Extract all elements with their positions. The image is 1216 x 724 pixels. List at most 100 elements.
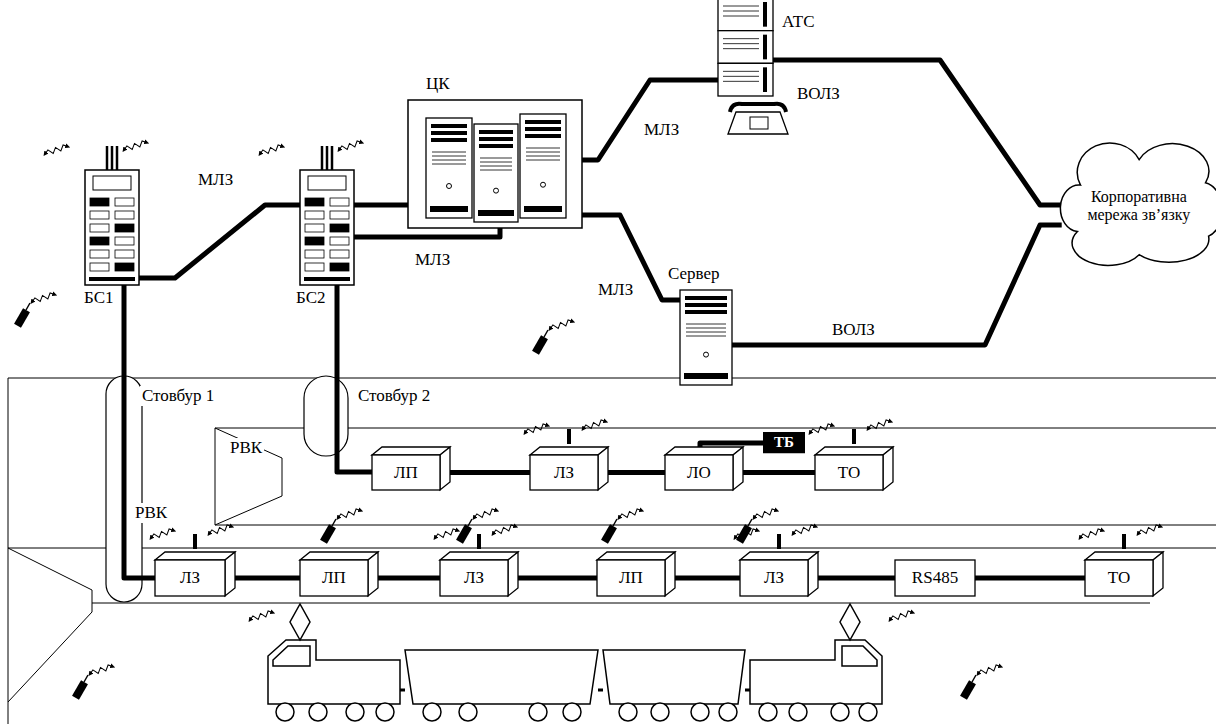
drift-wall: [92, 590, 93, 612]
drive-bay: [431, 131, 467, 135]
cable-line: [582, 215, 680, 300]
handheld-radio: [601, 508, 642, 544]
vent-line: [432, 160, 466, 161]
node-label: ЛП: [394, 463, 418, 483]
box-top: [740, 552, 818, 560]
node-label: ЦК: [426, 74, 450, 94]
vent-line: [432, 152, 466, 153]
radio-body: [14, 308, 30, 328]
equipment-node: ЛЗ: [440, 560, 508, 596]
box-front: [440, 560, 508, 596]
node-graphic: [408, 100, 582, 228]
node-text-holder: ТО: [815, 455, 883, 490]
drive-bay: [431, 124, 467, 128]
shaft-label: Стовбур 1: [140, 386, 216, 406]
vent-line: [686, 332, 726, 333]
node-label: ЛЗ: [764, 568, 784, 588]
radio-antenna: [544, 330, 548, 337]
radio-wave: [549, 319, 573, 331]
box-top: [1085, 552, 1163, 560]
station-module: [115, 211, 134, 219]
antenna: [852, 429, 856, 444]
node-text-holder: ЛЗ: [440, 560, 508, 596]
radio-body: [532, 335, 548, 355]
box-side: [733, 447, 743, 490]
radio-wave: [31, 292, 55, 304]
radio-wave: [259, 144, 283, 156]
station-module: [305, 211, 324, 219]
radio-wave: [492, 524, 516, 536]
equipment-node: ТО: [1085, 560, 1153, 596]
radio-wave: [473, 508, 497, 520]
vent-line: [526, 148, 560, 149]
radio-wave: [792, 524, 816, 536]
server-foot: [430, 206, 468, 212]
vent-line: [526, 160, 560, 161]
drive-bay: [525, 127, 561, 131]
box-front: [530, 455, 598, 490]
exchange-unit: [718, 63, 773, 96]
equipment-node: АТС: [718, 0, 773, 96]
cable-line: [368, 576, 440, 581]
radio-antenna: [84, 675, 88, 682]
unit-line: [723, 48, 759, 49]
link-label: МЛЗ: [413, 250, 452, 270]
radio-wave: [1137, 524, 1161, 536]
radio-wave: [338, 140, 362, 152]
wheel: [759, 703, 777, 721]
handheld-radio: [736, 508, 777, 544]
box-front: [815, 455, 883, 490]
drift-wall: [215, 428, 216, 525]
mine-outline: [8, 378, 1216, 724]
handheld-radio: [14, 292, 55, 328]
equipment-node: ЛЗ: [155, 560, 225, 596]
unit-line: [723, 43, 759, 44]
node-text-holder: ТБ: [763, 432, 805, 453]
wheel: [376, 703, 394, 721]
box-top: [300, 552, 378, 560]
box-side: [440, 447, 450, 490]
station-base: [89, 277, 135, 281]
station-module: [90, 211, 109, 219]
drift-wall: [92, 603, 1150, 604]
vent-line: [526, 156, 560, 157]
wheel: [691, 703, 709, 721]
antenna: [1122, 534, 1126, 549]
handheld-radio: [320, 508, 361, 544]
vent-line: [686, 336, 726, 337]
box-side: [368, 552, 378, 596]
coupler: [745, 689, 750, 692]
drive-bay: [525, 120, 561, 124]
drift-wall: [8, 548, 92, 590]
radio-body: [320, 524, 336, 544]
radio-wave: [44, 144, 68, 156]
wheel: [651, 703, 669, 721]
box-side: [1153, 552, 1163, 596]
station-module: [330, 224, 349, 232]
train-part: [840, 604, 860, 640]
radio-wave: [337, 508, 361, 520]
exchange-unit: [718, 0, 773, 31]
node-label: Сервер: [668, 264, 720, 284]
battery-box: [763, 432, 805, 453]
wheel: [831, 703, 849, 721]
radio-antenna: [748, 519, 752, 526]
wheel: [346, 703, 364, 721]
station-housing: [300, 170, 354, 285]
drive-bay: [431, 138, 467, 142]
box-front: [155, 560, 225, 596]
box-front: [300, 560, 368, 596]
phone-keypad: [750, 117, 768, 129]
cable-line: [808, 576, 895, 581]
power-led: [541, 182, 546, 187]
vent-line: [480, 158, 512, 159]
station-module: [330, 211, 349, 219]
train-part: [842, 646, 877, 666]
radio-body: [72, 680, 88, 700]
box-front: [372, 455, 440, 490]
node-label: АТС: [782, 12, 815, 32]
drive-bay: [685, 296, 727, 300]
drive-bay: [685, 303, 727, 307]
wheel: [423, 703, 441, 721]
drift-wall: [215, 525, 1216, 526]
